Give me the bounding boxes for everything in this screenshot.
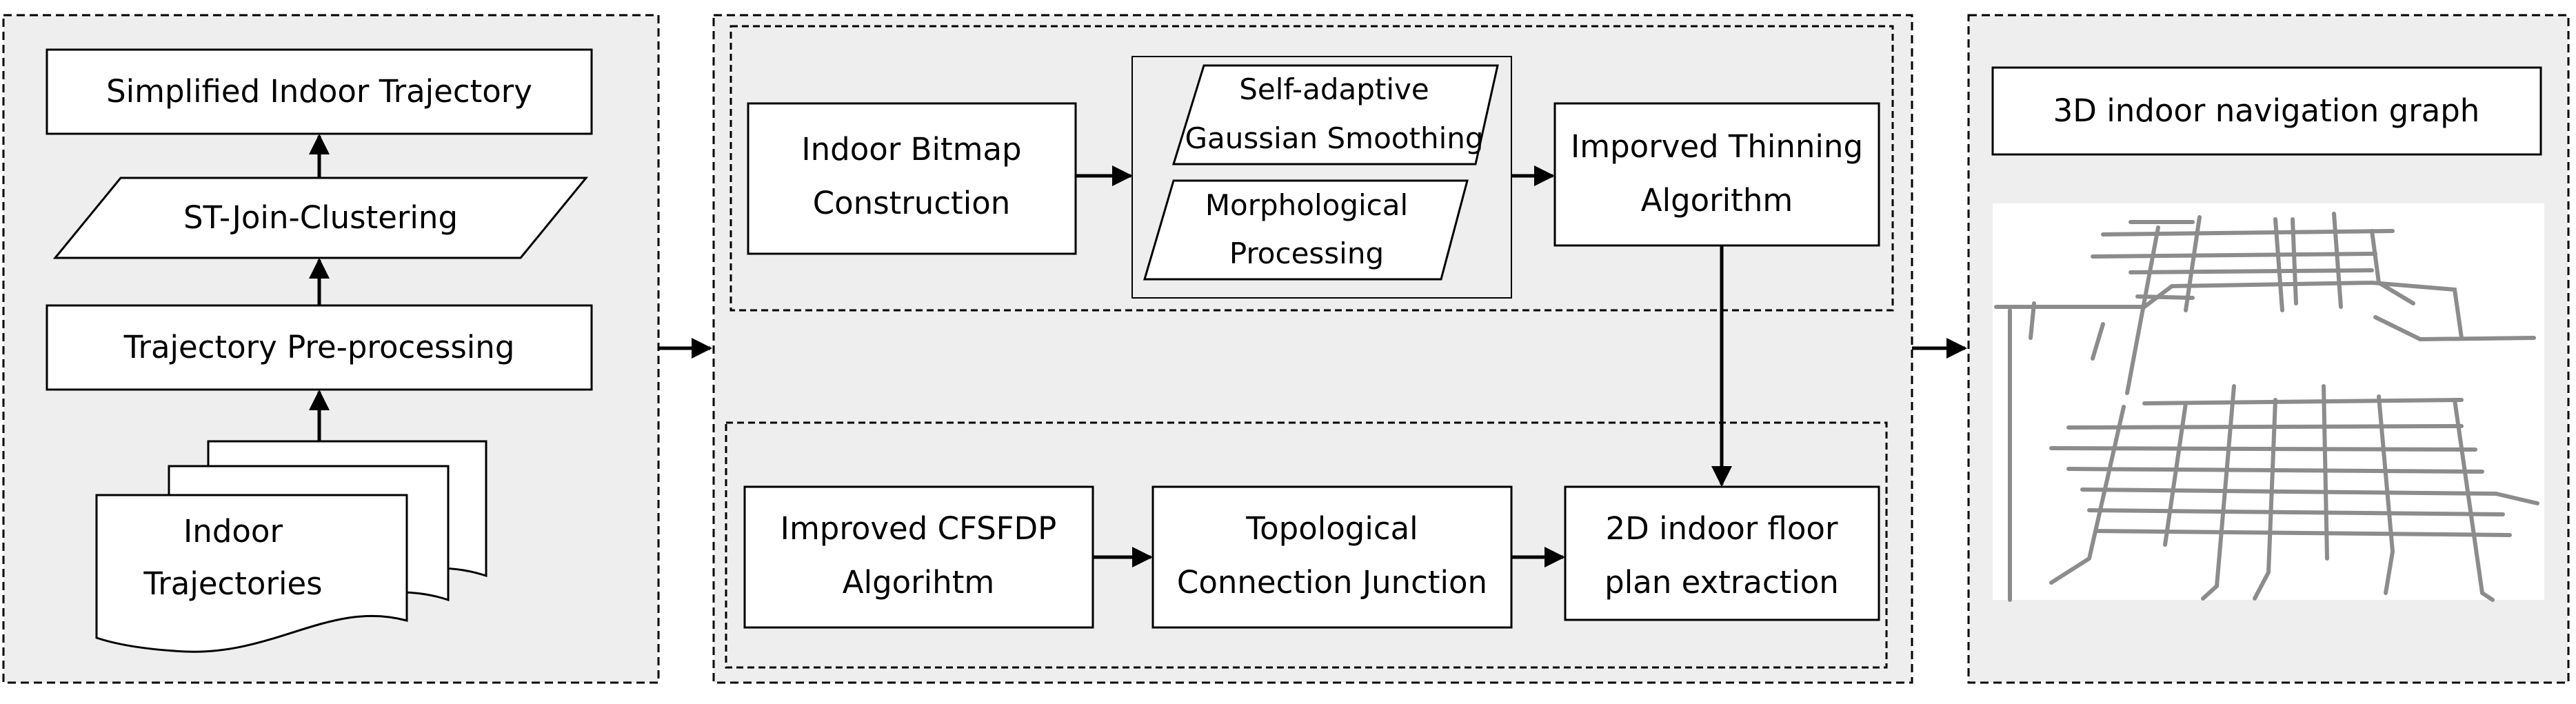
- morphological-label-line2: Processing: [1229, 237, 1384, 270]
- navigation-title-box: [1991, 66, 2542, 156]
- preprocessing-label: Trajectory Pre-processing: [123, 329, 515, 365]
- morphological-parallelogram: [1143, 179, 1469, 281]
- floorplan-label-line2: plan extraction: [1604, 564, 1839, 601]
- junction-label-line2: Connection Junction: [1177, 564, 1487, 601]
- clustering-label: ST-Join-Clustering: [183, 199, 458, 236]
- preprocessing-box: [46, 304, 593, 391]
- thinning-label-line2: Algorithm: [1641, 182, 1793, 219]
- navigation-title-label: 3D indoor navigation graph: [2053, 92, 2480, 129]
- junction-box: [1151, 485, 1513, 629]
- junction-label-line1: Topological: [1245, 510, 1418, 547]
- gaussian-label-line2: Gaussian Smoothing: [1185, 121, 1483, 155]
- thinning-label-line1: Imporved Thinning: [1571, 128, 1863, 165]
- bitmap-label-line2: Construction: [813, 185, 1011, 221]
- simplified-trajectory-box: [46, 48, 593, 135]
- cfsfdp-label-line1: Improved CFSFDP: [781, 510, 1057, 547]
- gaussian-parallelogram: [1171, 64, 1499, 165]
- cfsfdp-box: [743, 485, 1094, 629]
- gaussian-label-line1: Self-adaptive: [1239, 72, 1429, 106]
- trajectories-label-line2: Trajectories: [143, 565, 322, 602]
- bitmap-label-line1: Indoor Bitmap: [801, 131, 1021, 168]
- trajectories-label-line1: Indoor: [183, 513, 283, 550]
- bitmap-box: [747, 102, 1077, 255]
- thinning-box: [1553, 102, 1880, 247]
- morphological-label-line1: Morphological: [1205, 188, 1408, 222]
- simplified-trajectory-label: Simplified Indoor Trajectory: [106, 73, 532, 110]
- clustering-parallelogram: [52, 177, 589, 259]
- floorplan-label-line1: 2D indoor floor: [1606, 510, 1838, 547]
- navigation-graph-lines: [1994, 212, 2539, 602]
- document-front: [95, 494, 408, 653]
- cfsfdp-label-line2: Algorihtm: [843, 564, 994, 601]
- floorplan-box: [1564, 485, 1880, 621]
